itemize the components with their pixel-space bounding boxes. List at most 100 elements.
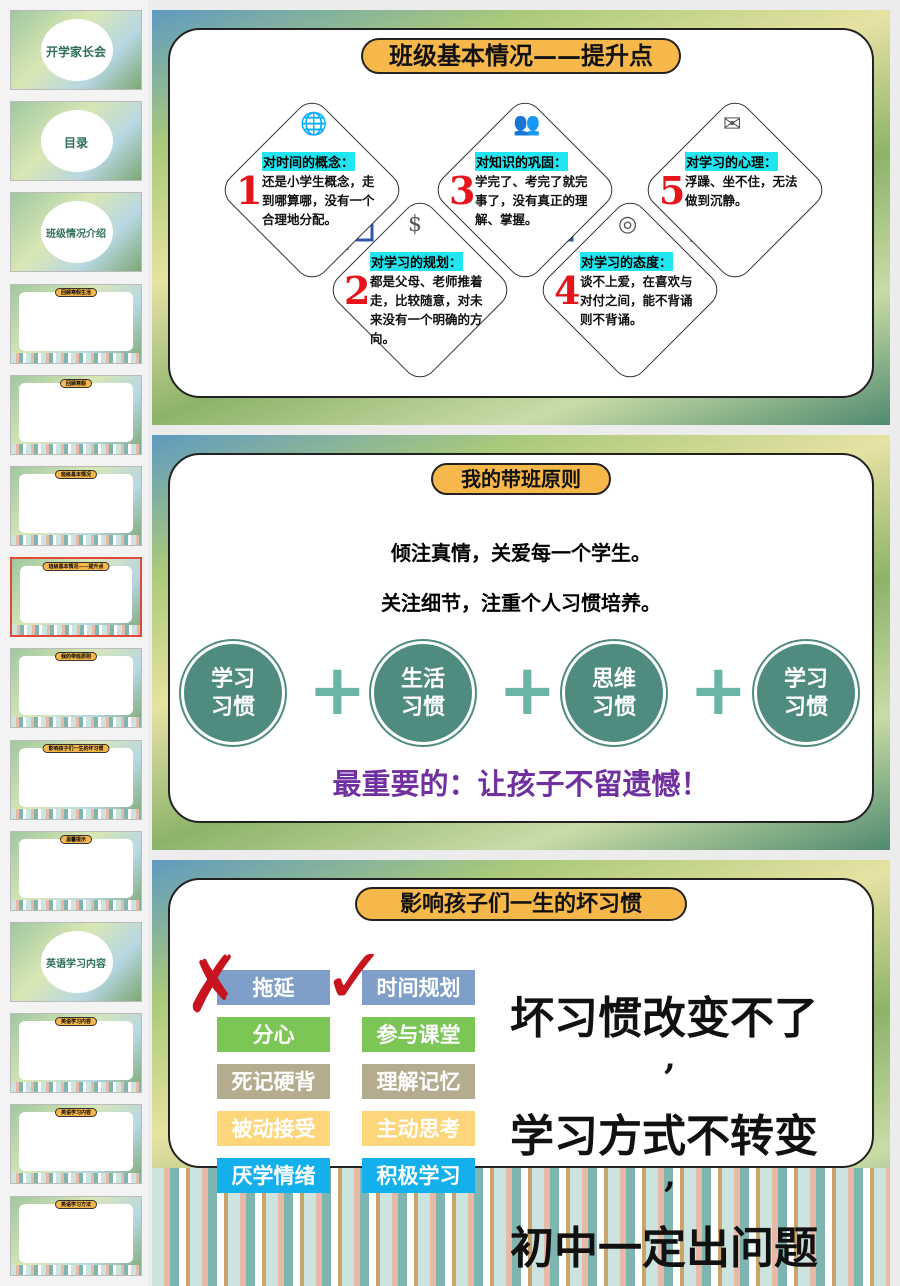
item-number: 3 bbox=[449, 168, 476, 213]
slide-thumbnail[interactable]: 回顾寒假 bbox=[10, 374, 142, 455]
habit-circle: 学习习惯 bbox=[754, 641, 858, 745]
slide-thumbnail[interactable]: 英语学习内容 bbox=[10, 1104, 142, 1185]
thumb-stripe bbox=[11, 1082, 141, 1093]
statement-line: 坏习惯改变不了 bbox=[510, 993, 818, 1044]
slide-thumbnail[interactable]: 班级基本情况——提升点 bbox=[10, 557, 142, 638]
habit-word: 思维 bbox=[591, 666, 636, 692]
statement-comma: , bbox=[664, 1038, 676, 1078]
slide-thumbnail[interactable]: 班级基本情况 bbox=[10, 466, 142, 546]
plus-icon: + bbox=[498, 649, 557, 731]
good-habit-box: 主动思考 bbox=[362, 1111, 475, 1146]
thumb-stripe bbox=[11, 443, 141, 454]
good-habit-box: 理解记忆 bbox=[362, 1064, 475, 1099]
target-icon: ◎ bbox=[618, 212, 638, 237]
thumb-title: 我的带班原则 bbox=[54, 652, 98, 662]
thumb-stripe bbox=[11, 1173, 141, 1184]
thumb-stripe bbox=[11, 1264, 141, 1275]
thumb-stripe bbox=[11, 717, 141, 728]
thumb-card bbox=[19, 1112, 133, 1172]
slide-thumbnail[interactable]: 目录 bbox=[10, 101, 142, 182]
habit-word: 习惯 bbox=[400, 694, 445, 720]
habit-label: 生活习惯 bbox=[401, 665, 445, 721]
bad-habit-box: 被动接受 bbox=[217, 1111, 330, 1146]
slide-thumbnail[interactable]: 温馨提示 bbox=[10, 830, 142, 911]
thumb-stripe bbox=[11, 535, 141, 545]
thumb-card bbox=[19, 747, 133, 807]
thumb-stripe bbox=[11, 352, 141, 363]
item-label: 对学习的规划： bbox=[370, 252, 464, 271]
good-habit-box: 积极学习 bbox=[362, 1158, 475, 1193]
good-habit-box: 参与课堂 bbox=[362, 1017, 475, 1052]
habit-word: 习惯 bbox=[591, 694, 636, 720]
slide-title: 影响孩子们一生的坏习惯 bbox=[355, 887, 687, 921]
habit-word: 学习 bbox=[783, 666, 828, 692]
statement-line: 学习方式不转变 bbox=[510, 1111, 818, 1162]
item-text: 学完了、考完了就完事了，没有真正的理解、掌握。 bbox=[475, 174, 588, 227]
item-number: 1 bbox=[236, 168, 263, 213]
thumb-card bbox=[19, 1021, 133, 1081]
habit-word: 习惯 bbox=[210, 694, 255, 720]
slide-thumbnail[interactable]: 英语学习内容 bbox=[10, 1013, 142, 1094]
item-number: 5 bbox=[659, 168, 686, 213]
thumb-cloud bbox=[41, 110, 113, 173]
slide-thumbnail[interactable]: 班级情况介绍 bbox=[10, 192, 142, 273]
money-people-icon: $ bbox=[408, 212, 422, 237]
habit-label: 思维习惯 bbox=[592, 665, 636, 721]
item-text: 都是父母、老师推着走，比较随意，对未来没有一个明确的方向。 bbox=[370, 274, 483, 346]
habit-circle: 思维习惯 bbox=[562, 641, 666, 745]
thumb-cloud bbox=[41, 201, 113, 264]
item-number: 2 bbox=[344, 268, 371, 313]
thumb-card bbox=[19, 1203, 133, 1263]
slide-thumbnail[interactable]: 英语学习方法 bbox=[10, 1195, 142, 1276]
thumb-title: 英语学习内容 bbox=[54, 1108, 98, 1118]
slide-thumbnail[interactable]: 开学家长会 bbox=[10, 10, 142, 90]
slide-thumbnail[interactable]: 我的带班原则 bbox=[10, 648, 142, 729]
slide-card bbox=[168, 453, 874, 823]
thumb-title: 英语学习方法 bbox=[54, 1199, 98, 1209]
habit-label: 学习习惯 bbox=[211, 665, 255, 721]
item-label: 对学习的心理： bbox=[685, 152, 779, 171]
thumb-card bbox=[19, 474, 133, 533]
slide-class-principles[interactable]: 我的带班原则 倾注真情，关爱每一个学生。 关注细节，注重个人习惯培养。 学习习惯… bbox=[152, 435, 890, 850]
bad-habit-box: 分心 bbox=[217, 1017, 330, 1052]
slide-thumbnail[interactable]: 影响孩子们一生的坏习惯 bbox=[10, 739, 142, 820]
conclusion-text: 最重要的：让孩子不留遗憾！ bbox=[332, 767, 710, 801]
thumb-title: 目录 bbox=[63, 136, 88, 151]
plus-icon: + bbox=[689, 649, 748, 731]
slide-bad-habits[interactable]: 影响孩子们一生的坏习惯 拖延时间规划分心参与课堂死记硬背理解记忆被动接受主动思考… bbox=[152, 860, 890, 1286]
thumb-stripe bbox=[12, 625, 140, 636]
thumb-card bbox=[19, 838, 133, 898]
habit-circle: 生活习惯 bbox=[371, 641, 475, 745]
bad-habit-box: 拖延 bbox=[217, 970, 330, 1005]
slide-thumbnail-panel: 开学家长会目录班级情况介绍回顾寒假生活回顾寒假班级基本情况班级基本情况——提升点… bbox=[0, 0, 148, 1286]
slide-thumbnail[interactable]: 英语学习内容 bbox=[10, 922, 142, 1002]
thumb-card bbox=[19, 382, 133, 442]
plus-icon: + bbox=[308, 649, 367, 731]
thumb-title: 班级情况介绍 bbox=[46, 229, 106, 241]
slide-title: 班级基本情况——提升点 bbox=[361, 38, 681, 74]
slide-thumbnail[interactable]: 回顾寒假生活 bbox=[10, 283, 142, 364]
thumb-title: 影响孩子们一生的坏习惯 bbox=[42, 743, 110, 753]
thumb-stripe bbox=[11, 808, 141, 819]
item-label: 对学习的态度： bbox=[580, 252, 674, 271]
thumb-title: 开学家长会 bbox=[45, 45, 106, 59]
slide-title: 我的带班原则 bbox=[431, 463, 611, 495]
item-label: 对知识的巩固： bbox=[475, 152, 569, 171]
thumb-card bbox=[19, 656, 133, 716]
item-text: 谈不上爱，在喜欢与对付之间，能不背诵则不背诵。 bbox=[580, 274, 693, 327]
bad-habit-box: 死记硬背 bbox=[217, 1064, 330, 1099]
thumb-title: 回顾寒假 bbox=[59, 378, 93, 388]
principle-line: 关注细节，注重个人习惯培养。 bbox=[381, 591, 661, 615]
team-icon: 👥 bbox=[513, 112, 541, 137]
thumb-title: 温馨提示 bbox=[59, 834, 93, 844]
thumb-card bbox=[20, 566, 132, 624]
thumb-title: 英语学习内容 bbox=[46, 959, 106, 970]
thumb-cloud bbox=[41, 931, 113, 993]
thumb-title: 班级基本情况——提升点 bbox=[42, 562, 110, 572]
thumb-title: 回顾寒假生活 bbox=[54, 287, 98, 297]
habit-word: 习惯 bbox=[783, 694, 828, 720]
globe-icon: 🌐 bbox=[300, 112, 328, 137]
thumb-cloud bbox=[41, 19, 113, 81]
habit-circle: 学习习惯 bbox=[181, 641, 285, 745]
